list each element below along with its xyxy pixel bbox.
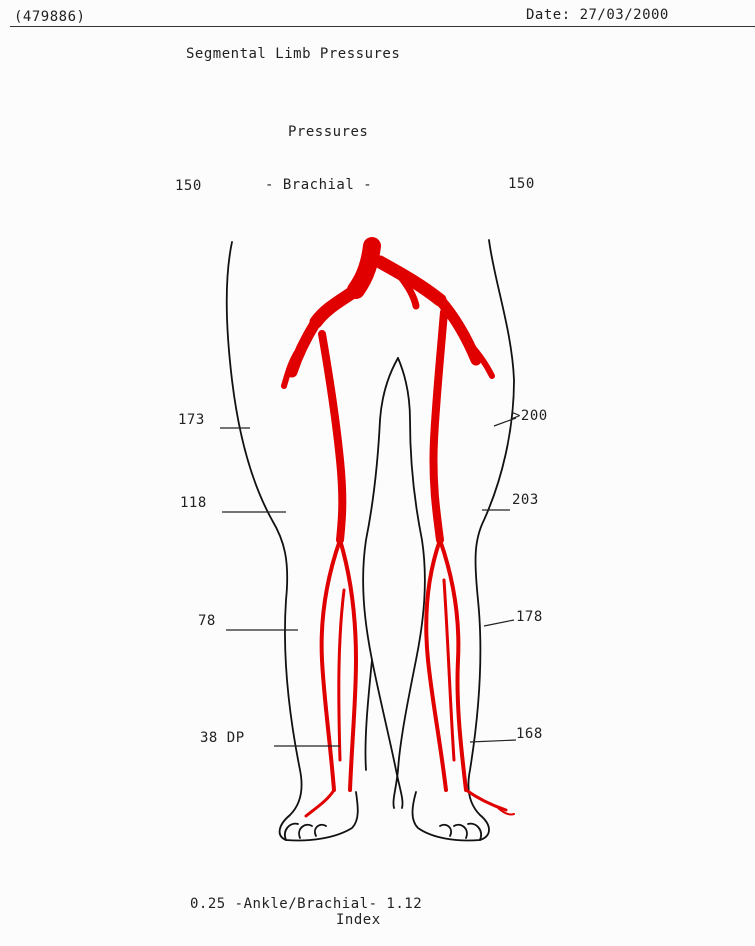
right-calf-pressure: 78 xyxy=(198,613,216,629)
abi-line: 0.25 -Ankle/Brachial- 1.12 xyxy=(190,896,422,912)
right-above-knee-pressure: 118 xyxy=(180,495,207,511)
left-ankle-pressure: 168 xyxy=(516,726,543,742)
abi-index-label: Index xyxy=(336,912,381,928)
right-high-thigh-pressure: 173 xyxy=(178,412,205,428)
left-above-knee-pressure: 203 xyxy=(512,492,539,508)
legs-outline xyxy=(227,240,514,841)
left-high-thigh-pressure: >200 xyxy=(512,408,548,424)
right-ankle-pressure: 38 DP xyxy=(200,730,245,746)
left-calf-pressure: 178 xyxy=(516,609,543,625)
